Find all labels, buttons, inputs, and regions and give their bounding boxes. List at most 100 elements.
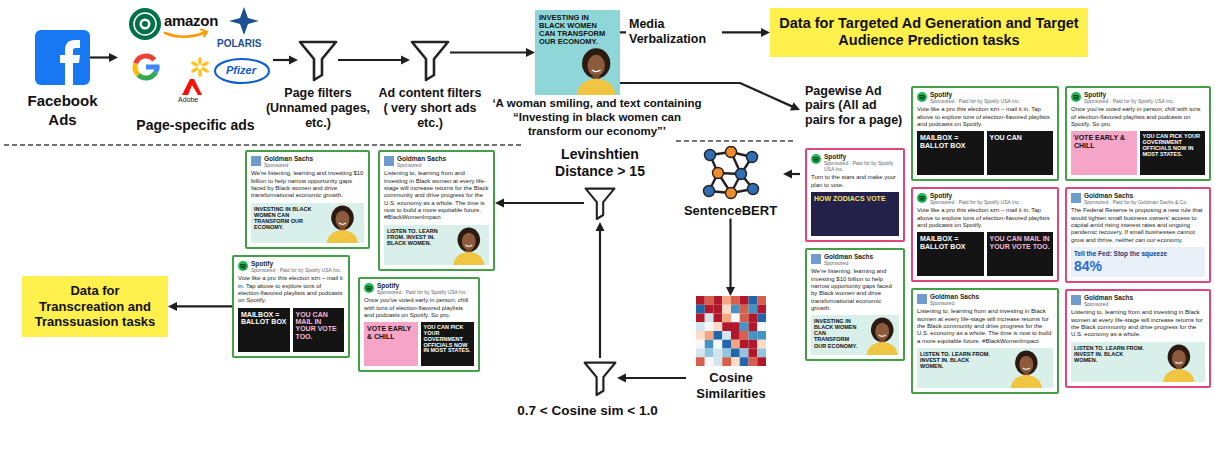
heatmap-rect (705, 305, 714, 314)
woman-photo (862, 315, 899, 355)
brand-logo-rect (811, 254, 821, 264)
ad-image-tile: MAILBOX = BALLOT BOX (917, 232, 984, 276)
connector (168, 302, 232, 311)
filter-funnel-icon (583, 358, 617, 398)
ad-body-text: Turn to the stars and make your plan to … (811, 174, 899, 189)
connector (338, 56, 410, 65)
heatmap-rect (714, 340, 723, 349)
filter-funnel-icon-path (586, 189, 615, 219)
arrowhead (783, 170, 792, 179)
filter-funnel-icon (584, 184, 616, 222)
heatmap-rect (705, 340, 714, 349)
ad-image-text: VOTE EARLY & CHILL (1074, 134, 1134, 149)
sponsored-line: Sponsored (264, 162, 364, 168)
brand-logo-path (813, 157, 819, 161)
output-box: Data for Transcreation and Transsuasion … (22, 276, 168, 337)
ad-image: INVESTING IN BLACK WOMEN CAN TRANSFORM O… (251, 203, 364, 243)
brand-logo-path (366, 286, 372, 290)
heatmap-rect (740, 305, 749, 314)
heatmap-rect (731, 314, 740, 323)
filter-funnel-icon-path (585, 363, 616, 395)
woman-photo-ellipse (462, 232, 476, 249)
advertiser-name: Goldman Sachs (264, 155, 364, 162)
arrowhead (790, 102, 800, 110)
woman-photo-path (879, 335, 886, 336)
filter-funnel-icon (298, 39, 338, 81)
heatmap-rect (696, 296, 705, 305)
ad-pair-group: Pagewise Ad pairs (All ad pairs for a pa… (800, 80, 1213, 448)
logo-art-ellipse (198, 69, 202, 77)
network-icon-circle (703, 186, 714, 197)
logo-art-ellipse (190, 60, 199, 67)
card-header: SpotifySponsored · Paid for by Spotify U… (1071, 91, 1205, 104)
brand-logo-rect (1071, 193, 1081, 203)
ad-image-tile: MAILBOX = BALLOT BOX (238, 308, 290, 352)
brand-logo (238, 261, 248, 271)
woman-photo-path (326, 230, 357, 243)
ad-image-tile: YOU CAN MAIL IN YOUR VOTE TOO. (987, 232, 1054, 276)
heatmap-rect (722, 349, 731, 358)
ad-image-row: HOW ZODIACS VOTE (811, 192, 899, 236)
woman-photo (996, 348, 1053, 388)
arrowhead (168, 302, 177, 311)
ad-image: LISTEN TO. LEARN FROM. INVEST IN. BLACK … (917, 348, 1053, 388)
heatmap-rect (722, 357, 731, 366)
heatmap-rect (740, 349, 749, 358)
logo-art-circle (140, 19, 151, 30)
woman-photo (568, 45, 620, 95)
filter-funnel-icon-path (412, 42, 448, 80)
heatmap-rect (722, 331, 731, 340)
network-icon-circle (746, 152, 757, 163)
logo-art-ellipse (198, 57, 202, 65)
ad-body-text: Vote like a pro this election szn – mail… (238, 275, 344, 304)
filter-funnel-icon (410, 39, 450, 81)
heatmap-rect (749, 322, 758, 331)
ad-image-text-area: LISTEN TO. LEARN FROM. INVEST IN. BLACK … (917, 348, 996, 388)
ad-image-text: YOU CAN MAIL IN YOUR VOTE TOO. (990, 235, 1051, 250)
heatmap-rect (722, 296, 731, 305)
advertiser-name: Spotify (377, 282, 474, 289)
brand-logo-circle (811, 154, 821, 164)
heatmap-rect (757, 340, 766, 349)
sponsored-line: Sponsored · Paid for by Spotify USA Inc. (377, 289, 474, 295)
ad-image-row: MAILBOX = BALLOT BOX YOU CAN (917, 131, 1053, 175)
connector (596, 222, 605, 358)
heatmap-rect (740, 296, 749, 305)
ad-image-row: VOTE EARLY & CHILLYOU CAN PICK YOUR GOVE… (364, 322, 474, 366)
connector-line (450, 51, 528, 53)
woman-photo (1149, 342, 1205, 382)
brand-logo (251, 156, 261, 166)
heatmap-rect (696, 331, 705, 340)
brand-wordmark: Pfizer (226, 64, 256, 77)
dashed-divider (4, 144, 522, 145)
ad-card: SpotifySponsored · Paid for by Spotify U… (911, 86, 1059, 181)
network-icon-circle (712, 168, 723, 179)
card-header-text: SpotifySponsored · Paid for by Spotify U… (824, 153, 899, 172)
sponsored-line: Sponsored (824, 260, 899, 266)
sponsored-line: Sponsored (397, 162, 489, 168)
brand-logo (364, 283, 374, 293)
ad-card: Goldman SachsSponsoredWe're listening, l… (245, 150, 370, 249)
card-header: Goldman SachsSponsored (251, 155, 364, 168)
ad-image-row: VOTE EARLY & CHILLYOU CAN PICK YOUR GOVE… (1071, 131, 1205, 175)
heatmap-node: Cosine Similarities (686, 296, 776, 401)
ad-image-text-area: LISTEN TO. LEARN FROM. INVEST IN. BLACK … (384, 225, 445, 265)
advertiser-name: Spotify (251, 260, 344, 267)
arrowhead (526, 48, 535, 57)
ad-image-text: LISTEN TO. LEARN FROM. INVEST IN. BLACK … (920, 351, 993, 369)
ad-image-text: YOU CAN (990, 134, 1051, 141)
facebook-icon-path (60, 40, 80, 85)
heatmap-rect (740, 340, 749, 349)
heatmap-rect (696, 305, 705, 314)
heatmap-rect (740, 331, 749, 340)
woman-photo-ellipse (331, 205, 354, 229)
connector (726, 219, 735, 296)
connector-line (729, 219, 731, 289)
woman-photo-path (577, 79, 616, 95)
connector (617, 374, 686, 383)
ad-image-text: MAILBOX = BALLOT BOX (920, 134, 981, 149)
logo-art-circle (134, 13, 156, 35)
heatmap-rect (731, 322, 740, 331)
ad-card: SpotifySponsored · Paid for by Spotify U… (911, 187, 1059, 282)
network-icon-circle (747, 184, 758, 195)
